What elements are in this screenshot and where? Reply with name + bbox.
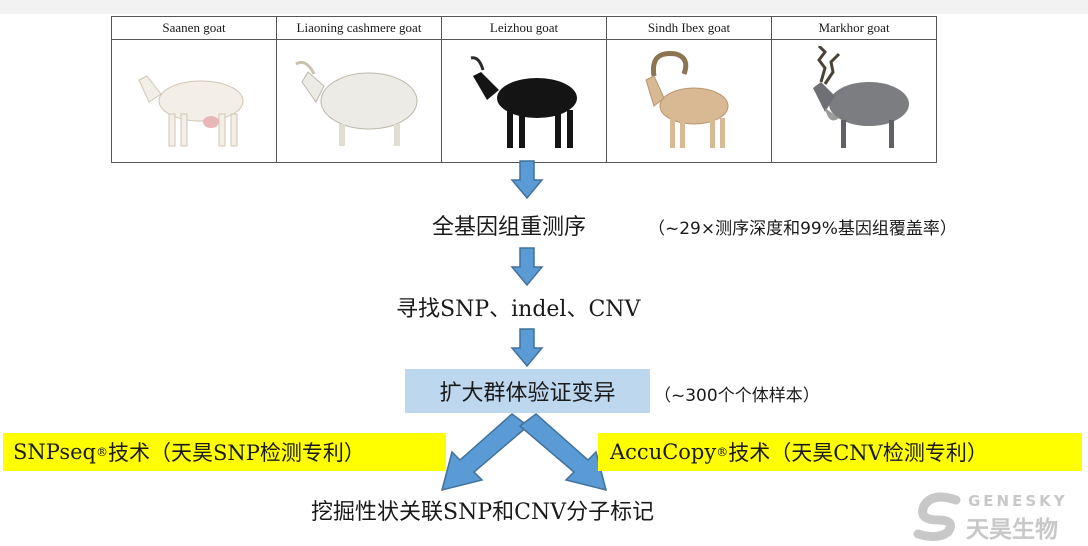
- goat-photo-liaoning: [277, 40, 441, 162]
- down-arrow-1: [510, 160, 544, 200]
- markhor-goat-image: [813, 46, 909, 148]
- snpseq-technology-box: SNPseq®技术（天昊SNP检测专利）: [3, 433, 446, 471]
- accucopy-technology-box: AccuCopy®技术（天昊CNV检测专利）: [598, 433, 1082, 471]
- goat-photo-leizhou: [442, 40, 606, 162]
- liaoning-goat-image: [295, 60, 418, 146]
- snpseq-label: SNPseq: [13, 440, 96, 464]
- accucopy-description: 技术（天昊CNV检测专利）: [728, 441, 988, 465]
- goat-name-label: Markhor goat: [772, 17, 936, 40]
- snpseq-description: 技术（天昊SNP检测专利）: [107, 441, 365, 465]
- down-arrow-2: [510, 247, 544, 287]
- goat-breed-table: Saanen goat Liaoning cashmere goat: [111, 16, 937, 163]
- goat-photo-saanen: [112, 40, 276, 162]
- goat-photo-sindh-ibex: [607, 40, 771, 162]
- registered-mark: ®: [716, 445, 729, 459]
- split-arrows: [440, 413, 608, 492]
- genesky-logo-icon: [913, 492, 961, 542]
- saanen-goat-image: [138, 75, 244, 147]
- step-resequencing: 全基因组重测序: [432, 215, 587, 240]
- sindh-ibex-goat-image: [645, 50, 729, 148]
- genesky-logo: GENESKY 天昊生物: [912, 490, 1082, 543]
- registered-mark: ®: [95, 445, 108, 459]
- accucopy-label: AccuCopy: [610, 440, 717, 464]
- goat-column-leizhou: Leizhou goat: [441, 17, 606, 162]
- arrow-down-right: [518, 413, 608, 492]
- goat-photo-markhor: [772, 40, 936, 162]
- down-arrow-3: [510, 328, 544, 368]
- step-final-markers: 挖掘性状关联SNP和CNV分子标记: [311, 500, 655, 525]
- step-population-validation: 扩大群体验证变异: [405, 369, 650, 413]
- step-find-variants: 寻找SNP、indel、CNV: [396, 297, 641, 322]
- goat-column-liaoning: Liaoning cashmere goat: [276, 17, 441, 162]
- goat-name-label: Liaoning cashmere goat: [277, 17, 441, 40]
- top-bar: [0, 0, 1088, 14]
- step-resequencing-note: （~29×测序深度和99%基因组覆盖率）: [648, 219, 957, 239]
- goat-column-sindh-ibex: Sindh Ibex goat: [606, 17, 771, 162]
- goat-column-saanen: Saanen goat: [111, 17, 276, 162]
- logo-text-cn: 天昊生物: [966, 517, 1058, 543]
- arrow-down-left: [440, 413, 530, 492]
- goat-name-label: Leizhou goat: [442, 17, 606, 40]
- leizhou-goat-image: [470, 56, 577, 148]
- logo-text-en: GENESKY: [968, 492, 1068, 510]
- step-population-note: （~300个个体样本）: [654, 386, 820, 406]
- goat-name-label: Saanen goat: [112, 17, 276, 40]
- goat-column-markhor: Markhor goat: [771, 17, 937, 162]
- goat-name-label: Sindh Ibex goat: [607, 17, 771, 40]
